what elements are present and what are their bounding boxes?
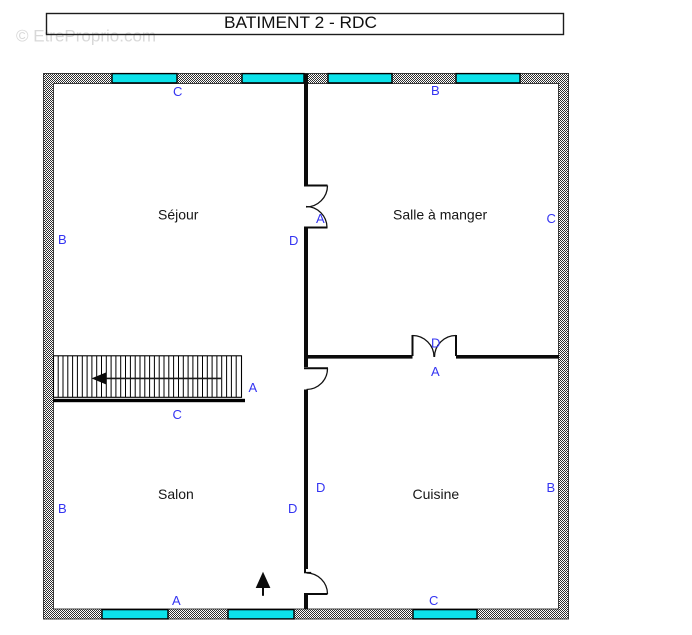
- svg-text:D: D: [316, 480, 325, 495]
- svg-text:BATIMENT 2 - RDC: BATIMENT 2 - RDC: [224, 13, 377, 32]
- svg-text:C: C: [173, 407, 182, 422]
- svg-text:Salon: Salon: [158, 486, 194, 502]
- svg-text:A: A: [431, 364, 440, 379]
- svg-text:B: B: [58, 232, 67, 247]
- svg-text:Séjour: Séjour: [158, 206, 199, 222]
- svg-text:C: C: [429, 593, 438, 608]
- svg-text:A: A: [172, 593, 181, 608]
- svg-text:C: C: [173, 84, 182, 99]
- svg-text:B: B: [547, 480, 556, 495]
- svg-text:Salle à manger: Salle à manger: [393, 206, 488, 222]
- svg-text:A: A: [249, 380, 258, 395]
- svg-text:D: D: [431, 335, 440, 350]
- svg-text:Cuisine: Cuisine: [413, 486, 460, 502]
- svg-text:D: D: [288, 501, 297, 516]
- svg-text:© EtreProprio.com: © EtreProprio.com: [16, 26, 156, 45]
- svg-text:A: A: [316, 211, 325, 226]
- svg-text:D: D: [289, 233, 298, 248]
- svg-text:C: C: [547, 211, 556, 226]
- svg-text:B: B: [431, 83, 440, 98]
- svg-text:B: B: [58, 501, 67, 516]
